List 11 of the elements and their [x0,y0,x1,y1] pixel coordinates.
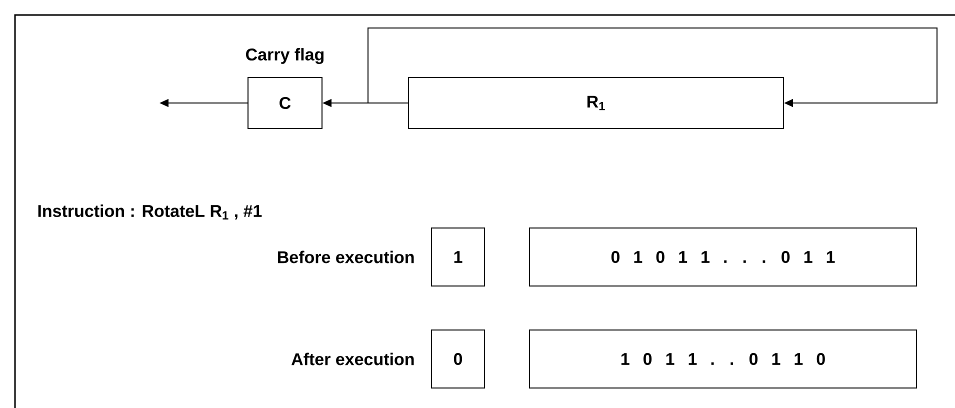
register-box: 0 1 0 1 1 . . . 0 1 1 [529,228,917,286]
label-text: Instruction : RotateL R$_{1}$ , #1 [38,204,262,220]
register-box: 1 0 1 1 . . 0 1 1 0 [529,330,917,388]
register-box: 1 [431,228,485,286]
label-text: Before execution [278,250,414,264]
arrow [368,28,938,108]
register-box: C [248,77,322,129]
heading: Carry flag [246,48,324,64]
label-text: After execution [291,352,414,366]
register-box: 0 [431,330,485,388]
register-box: R$_{1}$ [408,77,784,129]
